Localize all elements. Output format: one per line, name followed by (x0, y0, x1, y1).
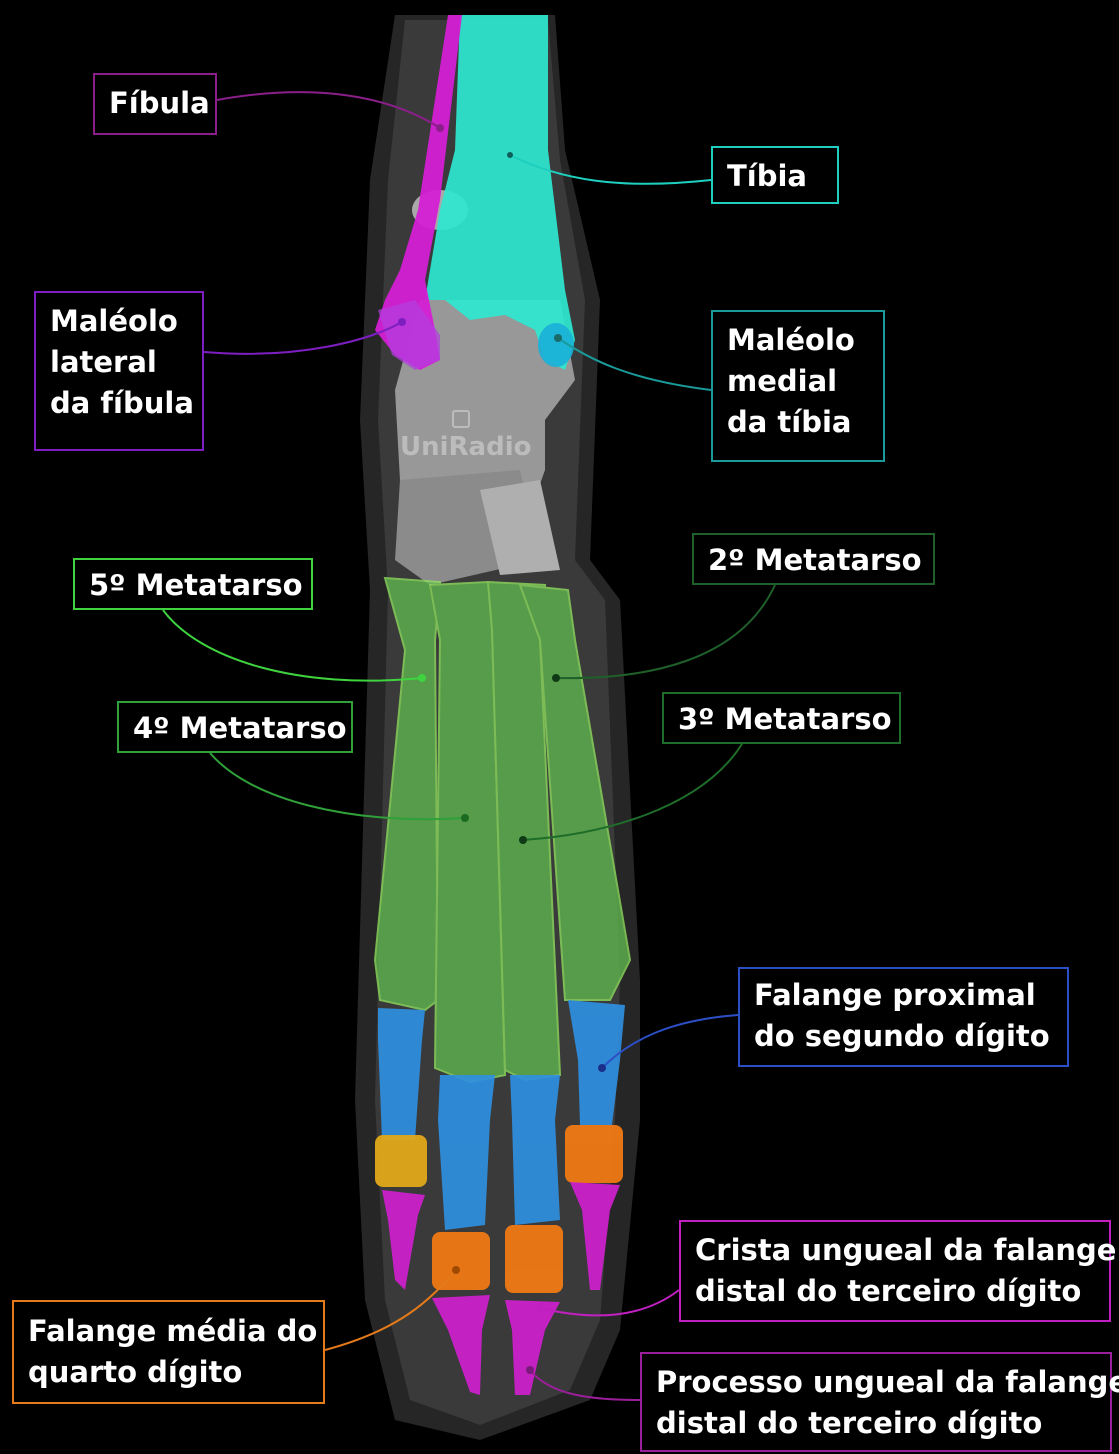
label-middle-phalanx-4th-digit: Falange média do quarto dígito (12, 1300, 325, 1404)
label-metatarsal-5: 5º Metatarso (73, 558, 313, 610)
label-metatarsal-2: 2º Metatarso (692, 533, 935, 585)
watermark-text: UniRadio (400, 432, 532, 462)
label-lateral-malleolus: Maléolo lateral da fíbula (34, 291, 204, 451)
label-metatarsal-4: 4º Metatarso (117, 701, 353, 753)
label-ungual-crest-3rd-digit: Crista ungueal da falange distal do terc… (679, 1220, 1111, 1322)
label-proximal-phalanx-2nd-digit: Falange proximal do segundo dígito (738, 967, 1069, 1067)
label-medial-malleolus: Maléolo medial da tíbia (711, 310, 885, 462)
watermark-icon (452, 410, 470, 428)
label-fibula: Fíbula (93, 73, 217, 135)
label-ungual-process-3rd-digit: Processo ungueal da falange distal do te… (640, 1352, 1112, 1452)
middle-phalanx-5th (375, 1135, 427, 1187)
label-metatarsal-3: 3º Metatarso (662, 692, 901, 744)
label-tibia: Tíbia (711, 146, 839, 204)
